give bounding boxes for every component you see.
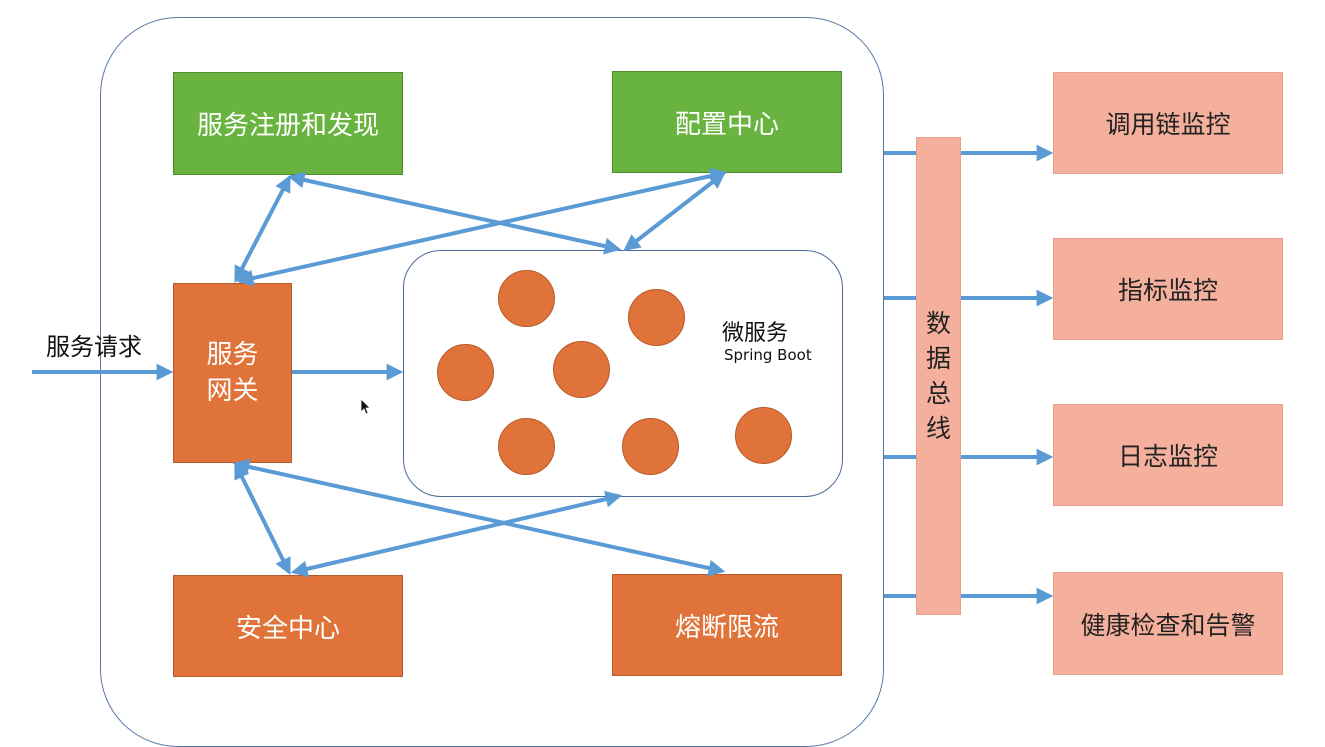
service-request-label: 服务请求 <box>46 333 142 361</box>
security-center-box: 安全中心 <box>173 575 403 677</box>
health-alert-label: 健康检查和告警 <box>1080 610 1256 640</box>
registry-services-arrow <box>287 171 622 255</box>
microservice-node <box>628 289 685 346</box>
metrics-monitor-box: 指标监控 <box>1053 238 1283 340</box>
data-bus-label: 数据总线 <box>925 309 951 443</box>
log-monitor-box: 日志监控 <box>1053 404 1283 506</box>
metrics-monitor-label: 指标监控 <box>1117 276 1218 305</box>
log-monitor-label: 日志监控 <box>1117 442 1218 471</box>
trace-monitor-label: 调用链监控 <box>1105 110 1231 139</box>
api-gateway-box: 服务 网关 <box>173 283 292 463</box>
config-services-arrow <box>623 171 726 252</box>
security-services-arrow <box>290 490 623 578</box>
gateway-registry-arrow <box>234 175 291 283</box>
config-center-label: 配置中心 <box>674 109 779 140</box>
microservices-subtitle: Spring Boot <box>724 346 812 364</box>
microservices-title: 微服务 <box>722 321 789 346</box>
gateway-circuit-arrow <box>232 458 726 577</box>
microservice-node <box>553 341 610 398</box>
service-registry-label: 服务注册和发现 <box>196 111 379 141</box>
trace-monitor-box: 调用链监控 <box>1053 72 1283 174</box>
mouse-cursor-icon <box>360 398 371 415</box>
gateway-security-arrow <box>234 461 291 576</box>
circuit-breaker-label: 熔断限流 <box>674 612 779 643</box>
api-gateway-label: 服务 网关 <box>206 340 259 406</box>
health-alert-box: 健康检查和告警 <box>1053 572 1283 675</box>
microservice-node <box>735 407 792 464</box>
security-center-label: 安全中心 <box>235 613 340 644</box>
circuit-breaker-box: 熔断限流 <box>612 574 842 676</box>
connector-arrows <box>32 144 1054 605</box>
data-bus: 数据总线 <box>916 137 961 615</box>
microservice-node <box>437 344 494 401</box>
